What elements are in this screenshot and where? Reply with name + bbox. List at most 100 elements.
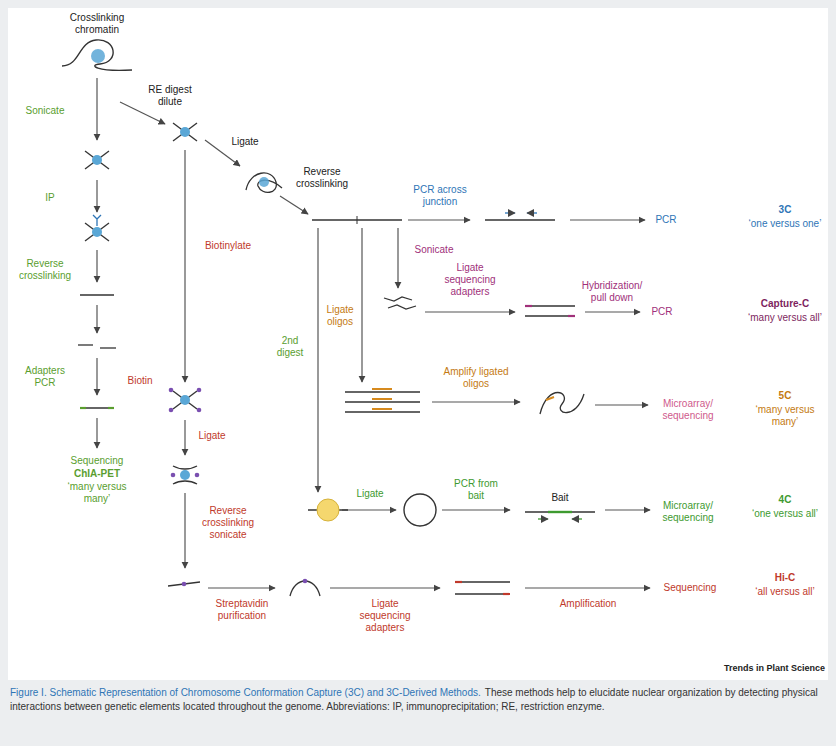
step-label: Ligate	[194, 430, 230, 442]
adapter	[80, 407, 86, 409]
adapter	[108, 407, 114, 409]
dna-fragment	[384, 297, 412, 301]
chromatin-loop	[62, 40, 132, 70]
step-label: ‘many versus all’	[747, 312, 823, 324]
arrow	[96, 78, 97, 140]
oligo	[372, 408, 392, 410]
antibody-symbol	[93, 215, 101, 226]
adapter	[525, 305, 532, 307]
step-label: Sonicate	[409, 244, 459, 256]
protein-blob	[91, 49, 105, 63]
protein-blob	[92, 155, 102, 165]
arrow	[605, 509, 650, 510]
dna-fragment	[173, 123, 197, 141]
figure-panel	[8, 8, 828, 680]
adapter	[568, 315, 575, 317]
step-label: Microarray/ sequencing	[654, 398, 722, 422]
step-label: ‘many versus many’	[747, 404, 823, 428]
circular-product	[404, 494, 436, 526]
method-name: Trends in Plant Science	[695, 662, 825, 674]
step-label: PCR from bait	[447, 478, 505, 502]
step-label: Amplify ligated oligos	[440, 366, 512, 390]
dna-fragment	[525, 305, 575, 306]
step-label: Reverse crosslinking	[10, 258, 80, 282]
dna-fragment	[85, 151, 109, 169]
step-label: ‘one versus all’	[747, 508, 823, 520]
biotin-dot	[303, 579, 308, 584]
oligo	[546, 397, 554, 400]
amplified-oligos	[540, 393, 584, 415]
junction-mark	[357, 216, 358, 224]
step-label: PCR	[651, 214, 681, 226]
dna-fragment	[173, 123, 197, 141]
primer	[527, 212, 537, 213]
step-label: ‘one versus one’	[747, 218, 823, 230]
arrow	[96, 358, 97, 395]
biotin-dot	[197, 408, 202, 413]
primer	[505, 212, 515, 213]
arrow	[280, 196, 308, 214]
oligo	[372, 388, 392, 390]
method-name: Capture-C	[747, 298, 823, 310]
step-label: ‘many versus many’	[61, 481, 133, 505]
dna-fragment	[173, 391, 197, 409]
oligo	[372, 398, 392, 400]
biotin-dot	[171, 473, 176, 478]
step-label: ‘all versus all’	[747, 586, 823, 598]
biotin-dot	[169, 388, 174, 393]
step-label: Biotinylate	[197, 240, 259, 252]
step-label: Hybridization/ pull down	[574, 280, 650, 304]
arrow	[442, 509, 510, 510]
step-label: 2nd digest	[270, 335, 310, 359]
step-label: Sonicate	[15, 105, 75, 117]
adapter	[503, 593, 510, 595]
arrow	[317, 228, 318, 492]
arrow	[330, 587, 440, 588]
arrow	[342, 509, 396, 510]
step-label: RE digest dilute	[145, 84, 195, 108]
dna-fragment	[173, 391, 197, 409]
arrow	[432, 401, 520, 402]
dna-fragment	[455, 593, 510, 594]
dna-fragment	[455, 581, 510, 582]
crosslinked-complex	[317, 499, 339, 521]
dna-fragment	[80, 407, 114, 408]
step-label: Sequencing	[47, 455, 147, 467]
step-label: Amplification	[551, 598, 625, 610]
method-name: 3C	[747, 204, 823, 216]
ligated-loop	[246, 173, 282, 192]
protein-blob	[180, 395, 190, 405]
arrow	[96, 305, 97, 333]
step-label: Ligate sequencing adapters	[353, 598, 417, 634]
caption-paragraph: Figure I. Schematic Representation of Ch…	[10, 686, 826, 714]
step-label: Streptavidin purification	[205, 598, 279, 622]
dna-fragment	[78, 344, 93, 345]
method-name: Hi-C	[747, 572, 823, 584]
biotin-dot	[182, 582, 187, 587]
bait-region	[548, 511, 572, 513]
arrow	[595, 404, 648, 405]
protein-blob	[259, 177, 269, 187]
step-label: Reverse crosslinking	[290, 166, 354, 190]
step-label: Sequencing	[658, 582, 722, 594]
figure-caption: Figure I. Schematic Representation of Ch…	[10, 687, 481, 698]
step-label: Ligate oligos	[320, 304, 360, 328]
arrow	[208, 587, 275, 588]
step-label: Adapters PCR	[15, 365, 75, 389]
step-label: Bait	[545, 492, 575, 504]
arrow	[184, 150, 185, 382]
dna-fragment	[100, 347, 116, 348]
arrow-group	[97, 78, 650, 588]
arrow	[425, 311, 515, 312]
step-label: Ligate sequencing adapters	[438, 262, 502, 298]
dna-fragment	[168, 582, 200, 586]
protein-blob	[180, 470, 190, 480]
step-label: PCR	[647, 306, 677, 318]
arrow	[397, 228, 398, 288]
arrow	[96, 250, 97, 282]
arrow	[96, 418, 97, 448]
arrow	[184, 420, 185, 455]
step-label: Ligate	[353, 488, 387, 500]
